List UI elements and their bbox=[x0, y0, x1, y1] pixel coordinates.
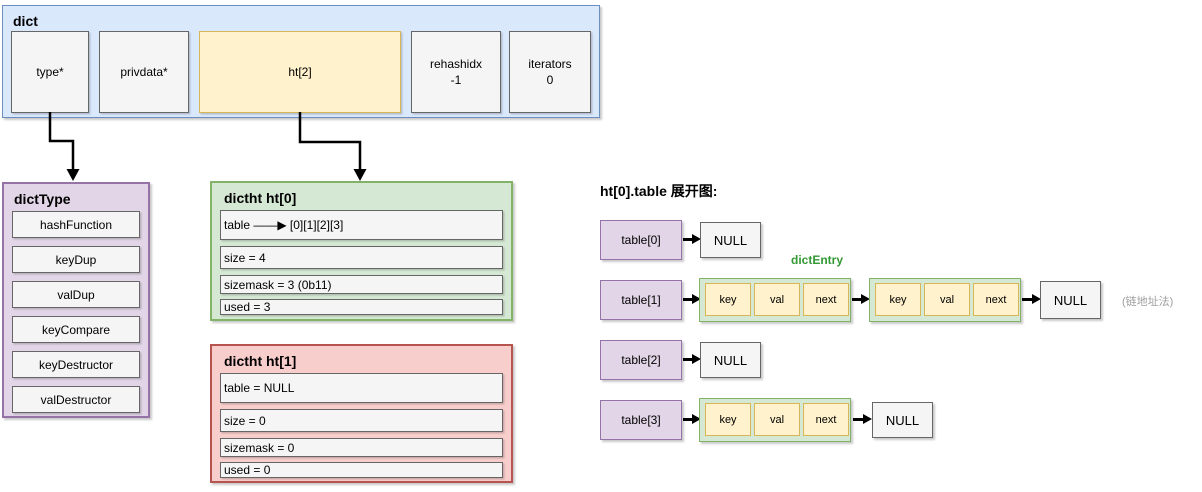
entry-next-cell: next bbox=[803, 283, 849, 316]
ht0-row-used: used = 3 bbox=[220, 299, 503, 315]
ht1-row-size: size = 0 bbox=[220, 409, 503, 432]
dict-field-rehashidx: rehashidx -1 bbox=[411, 31, 501, 113]
chaining-note: (链地址法) bbox=[1122, 296, 1174, 308]
dictht-ht0-title: dictht ht[0] bbox=[224, 190, 297, 206]
table1-box: table[1] bbox=[600, 280, 682, 320]
arrow-table0-null bbox=[683, 238, 692, 241]
dicttype-member-keydup: keyDup bbox=[12, 246, 140, 273]
entry-val-cell: val bbox=[924, 283, 970, 316]
dict-title: dict bbox=[13, 13, 38, 29]
ht0-used-value: used = 3 bbox=[224, 300, 271, 314]
entry-next-label: next bbox=[815, 413, 837, 426]
dict-struct-box: dict type* privdata* ht[2] rehashidx -1 … bbox=[2, 5, 600, 118]
null-box-row2: NULL bbox=[700, 342, 761, 378]
dictentry-node-2: key val next bbox=[869, 278, 1021, 322]
dict-field-privdata-label: privdata* bbox=[120, 65, 168, 79]
ht0-row-table: table ——▶ [0][1][2][3] bbox=[220, 210, 503, 240]
ht1-size-value: size = 0 bbox=[224, 413, 266, 428]
ht0-table-value: table ——▶ [0][1][2][3] bbox=[224, 218, 344, 232]
table1-label: table[1] bbox=[621, 293, 661, 307]
dicttype-box: dictType hashFunction keyDup valDup keyC… bbox=[2, 182, 150, 418]
ht1-row-sizemask: sizemask = 0 bbox=[220, 438, 503, 457]
dicttype-member-keycompare: keyCompare bbox=[12, 316, 140, 343]
null-box-row0: NULL bbox=[700, 222, 761, 258]
arrow-entry1-entry2 bbox=[852, 298, 861, 301]
entry-next-label: next bbox=[815, 293, 837, 306]
entry-key-label: key bbox=[719, 413, 737, 426]
dicttype-title: dictType bbox=[14, 191, 71, 207]
entry-val-cell: val bbox=[754, 283, 800, 316]
dict-field-iterators-label: iterators bbox=[528, 57, 572, 71]
null-label: NULL bbox=[1053, 292, 1088, 308]
dict-field-type: type* bbox=[11, 31, 89, 113]
dictentry-node-1: key val next bbox=[699, 278, 851, 322]
entry-val-label: val bbox=[769, 413, 785, 426]
expand-title: ht[0].table 展开图: bbox=[600, 183, 718, 199]
dictentry-node-3: key val next bbox=[699, 398, 851, 442]
pointer-arrows-svg bbox=[48, 112, 367, 181]
table3-label: table[3] bbox=[621, 413, 661, 427]
dicttype-member-hashfunction: hashFunction bbox=[12, 211, 140, 238]
dictht-ht1-title: dictht ht[1] bbox=[224, 353, 297, 369]
dict-field-iterators: iterators 0 bbox=[509, 31, 591, 113]
entry-val-cell: val bbox=[754, 403, 800, 436]
member-label: keyDup bbox=[55, 252, 97, 267]
ht1-row-used: used = 0 bbox=[220, 462, 503, 478]
arrow-table1-entry1 bbox=[683, 298, 692, 301]
table2-box: table[2] bbox=[600, 340, 682, 380]
entry-val-label: val bbox=[769, 293, 785, 306]
dictht-ht0-box: dictht ht[0] table ——▶ [0][1][2][3] size… bbox=[210, 181, 513, 321]
table2-label: table[2] bbox=[621, 353, 661, 367]
dicttype-member-valdestructor: valDestructor bbox=[12, 386, 140, 413]
member-label: valDestructor bbox=[40, 392, 112, 407]
ht1-used-value: used = 0 bbox=[224, 463, 271, 477]
entry-key-cell: key bbox=[705, 403, 751, 436]
dictentry-label: dictEntry bbox=[791, 253, 844, 267]
ht0-row-sizemask: sizemask = 3 (0b11) bbox=[220, 275, 503, 294]
dicttype-member-valdup: valDup bbox=[12, 281, 140, 308]
dicttype-member-keydestructor: keyDestructor bbox=[12, 351, 140, 378]
member-label: hashFunction bbox=[39, 217, 113, 232]
entry-next-cell: next bbox=[973, 283, 1019, 316]
ht0-sizemask-value: sizemask = 3 (0b11) bbox=[224, 277, 332, 292]
ht1-sizemask-value: sizemask = 0 bbox=[224, 440, 295, 455]
null-label: NULL bbox=[713, 232, 748, 248]
ht0-row-size: size = 4 bbox=[220, 246, 503, 269]
dict-field-type-label: type* bbox=[36, 65, 64, 79]
table3-box: table[3] bbox=[600, 400, 682, 440]
dict-field-rehashidx-label: rehashidx bbox=[429, 57, 483, 71]
table0-box: table[0] bbox=[600, 220, 682, 260]
dict-field-ht-label: ht[2] bbox=[288, 65, 312, 79]
member-label: valDup bbox=[57, 287, 95, 302]
arrow-table2-null bbox=[683, 358, 692, 361]
null-label: NULL bbox=[885, 412, 920, 428]
arrow-entry2-null bbox=[1022, 298, 1032, 301]
dict-field-rehashidx-value: -1 bbox=[450, 73, 462, 87]
table0-label: table[0] bbox=[621, 233, 661, 247]
arrow-entry3-null bbox=[853, 418, 863, 421]
null-box-row3: NULL bbox=[872, 402, 933, 438]
entry-next-label: next bbox=[985, 293, 1007, 306]
ht1-row-table: table = NULL bbox=[220, 373, 503, 403]
entry-key-label: key bbox=[719, 293, 737, 306]
member-label: keyCompare bbox=[41, 322, 111, 337]
entry-next-cell: next bbox=[803, 403, 849, 436]
entry-key-cell: key bbox=[705, 283, 751, 316]
entry-key-cell: key bbox=[875, 283, 921, 316]
entry-val-label: val bbox=[939, 293, 955, 306]
dict-field-iterators-value: 0 bbox=[546, 73, 554, 87]
null-box-row1: NULL bbox=[1040, 281, 1101, 319]
ht0-size-value: size = 4 bbox=[224, 250, 266, 265]
ht1-table-value: table = NULL bbox=[224, 381, 295, 395]
dictht-ht1-box: dictht ht[1] table = NULL size = 0 sizem… bbox=[210, 344, 513, 483]
null-label: NULL bbox=[713, 352, 748, 368]
member-label: keyDestructor bbox=[38, 357, 114, 372]
dict-field-privdata: privdata* bbox=[99, 31, 189, 113]
arrow-table3-entry bbox=[683, 418, 692, 421]
entry-key-label: key bbox=[889, 293, 907, 306]
